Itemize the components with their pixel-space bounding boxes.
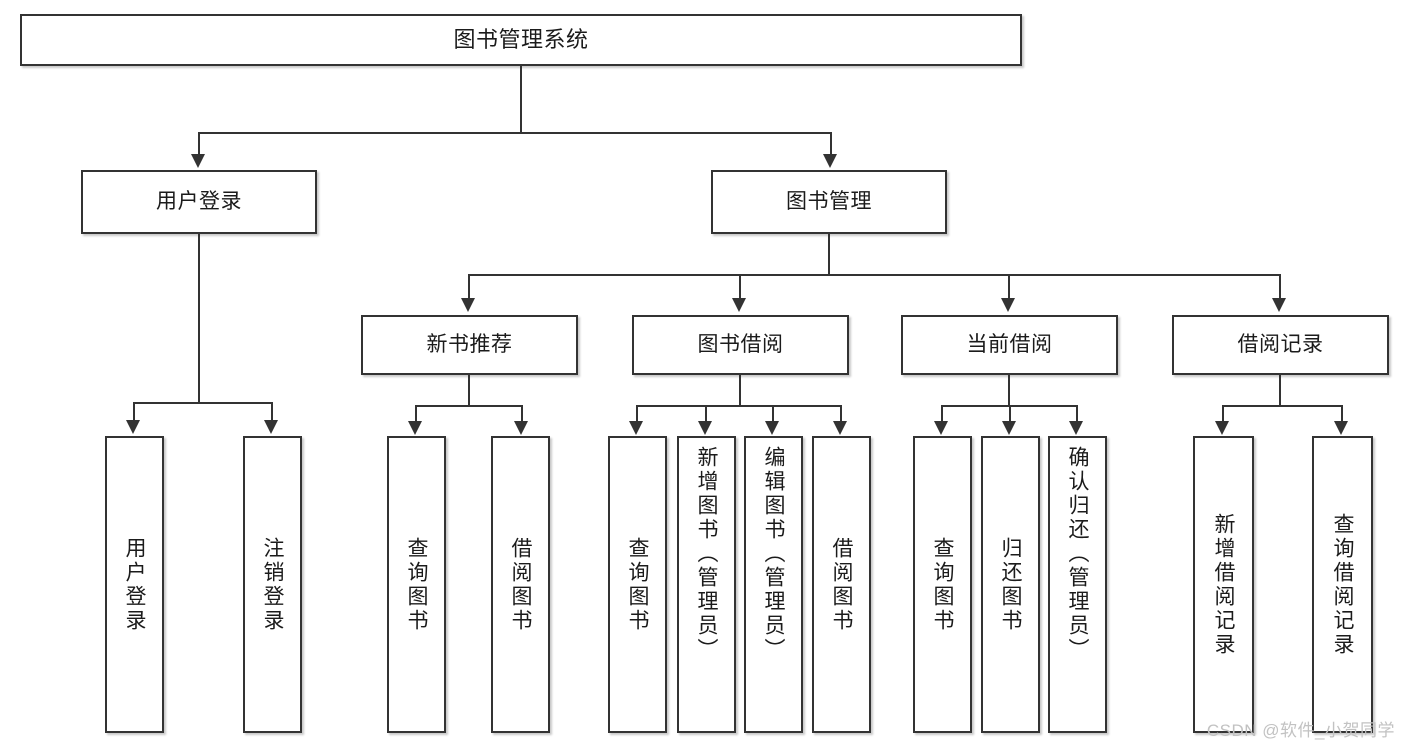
connector-bookborrow-to-leaf4 (840, 405, 842, 423)
connector-root-stem (520, 66, 522, 132)
node-leaf-query-book-1[interactable]: 查询图书 (387, 436, 446, 733)
node-leaf-query-book-1-label: 查询图书 (405, 536, 428, 633)
node-current-borrow[interactable]: 当前借阅 (901, 315, 1118, 375)
node-leaf-user-login-label: 用户登录 (123, 536, 146, 633)
connector-user-login-to-leaf2 (271, 402, 273, 422)
node-leaf-borrow-book-1[interactable]: 借阅图书 (491, 436, 550, 733)
connector-borrowrecord-bus (1222, 405, 1342, 407)
node-leaf-borrow-book-2[interactable]: 借阅图书 (812, 436, 871, 733)
connector-bookborrow-stem (739, 375, 741, 405)
node-leaf-query-book-2[interactable]: 查询图书 (608, 436, 667, 733)
connector-root-to-user-login (198, 132, 200, 156)
connector-user-login-stem (198, 234, 200, 402)
node-leaf-user-login[interactable]: 用户登录 (105, 436, 164, 733)
connector-user-login-to-leaf1 (133, 402, 135, 422)
node-borrow-record[interactable]: 借阅记录 (1172, 315, 1389, 375)
arrowhead-root-to-user-login (191, 154, 205, 168)
node-leaf-edit-book[interactable]: 编辑图书（管理员） (744, 436, 803, 733)
node-new-book-recommend[interactable]: 新书推荐 (361, 315, 578, 375)
arrowhead-recommend-to-leaf1 (408, 421, 422, 435)
arrowhead-recommend-to-leaf2 (514, 421, 528, 435)
connector-borrowrecord-to-leaf1 (1222, 405, 1224, 423)
node-leaf-query-book-3[interactable]: 查询图书 (913, 436, 972, 733)
connector-bookborrow-to-leaf2 (705, 405, 707, 423)
connector-book-manage-to-borrow (739, 274, 741, 300)
node-leaf-add-record-label: 新增借阅记录 (1212, 512, 1235, 657)
connector-root-bus (198, 132, 832, 134)
watermark-text: CSDN @软件_小贺同学 (1206, 721, 1395, 740)
arrowhead-currentborrow-to-leaf3 (1069, 421, 1083, 435)
node-leaf-logout-login-label: 注销登录 (261, 536, 284, 633)
connector-bookborrow-to-leaf3 (772, 405, 774, 423)
arrowhead-currentborrow-to-leaf2 (1002, 421, 1016, 435)
node-root-label: 图书管理系统 (453, 27, 589, 53)
arrowhead-book-manage-to-borrow (732, 298, 746, 312)
node-leaf-query-record-label: 查询借阅记录 (1331, 512, 1354, 657)
arrowhead-root-to-book-manage (823, 154, 837, 168)
node-leaf-confirm-return-label: 确认归还（管理员） (1066, 446, 1089, 662)
arrowhead-book-manage-to-record (1272, 298, 1286, 312)
connector-recommend-bus (415, 405, 523, 407)
arrowhead-borrowrecord-to-leaf1 (1215, 421, 1229, 435)
node-leaf-add-record[interactable]: 新增借阅记录 (1193, 436, 1254, 733)
node-leaf-borrow-book-1-label: 借阅图书 (509, 536, 532, 633)
node-book-manage-label: 图书管理 (786, 189, 872, 213)
arrowhead-book-manage-to-current (1001, 298, 1015, 312)
connector-recommend-to-leaf2 (521, 405, 523, 423)
node-book-manage[interactable]: 图书管理 (711, 170, 947, 234)
node-root[interactable]: 图书管理系统 (20, 14, 1022, 66)
arrowhead-bookborrow-to-leaf4 (833, 421, 847, 435)
connector-currentborrow-to-leaf3 (1076, 405, 1078, 423)
node-user-login-label: 用户登录 (156, 189, 242, 213)
connector-bookborrow-bus (636, 405, 842, 407)
node-leaf-confirm-return[interactable]: 确认归还（管理员） (1048, 436, 1107, 733)
node-book-borrow-label: 图书借阅 (697, 332, 784, 356)
connector-currentborrow-to-leaf2 (1009, 405, 1011, 423)
node-leaf-add-book[interactable]: 新增图书（管理员） (677, 436, 736, 733)
node-leaf-logout-login[interactable]: 注销登录 (243, 436, 302, 733)
node-leaf-return-book[interactable]: 归还图书 (981, 436, 1040, 733)
connector-root-to-book-manage (830, 132, 832, 156)
node-borrow-record-label: 借阅记录 (1237, 332, 1324, 356)
arrowhead-bookborrow-to-leaf2 (698, 421, 712, 435)
node-leaf-borrow-book-2-label: 借阅图书 (830, 536, 853, 633)
node-user-login[interactable]: 用户登录 (81, 170, 317, 234)
connector-borrowrecord-stem (1279, 375, 1281, 405)
node-leaf-edit-book-label: 编辑图书（管理员） (762, 446, 785, 662)
arrowhead-currentborrow-to-leaf1 (934, 421, 948, 435)
arrowhead-borrowrecord-to-leaf2 (1334, 421, 1348, 435)
arrowhead-bookborrow-to-leaf1 (629, 421, 643, 435)
connector-book-manage-to-recommend (468, 274, 470, 300)
connector-currentborrow-to-leaf1 (941, 405, 943, 423)
arrowhead-user-login-to-leaf2 (264, 420, 278, 434)
connector-book-manage-to-record (1279, 274, 1281, 300)
node-book-borrow[interactable]: 图书借阅 (632, 315, 849, 375)
arrowhead-bookborrow-to-leaf3 (765, 421, 779, 435)
node-current-borrow-label: 当前借阅 (966, 332, 1053, 356)
connector-recommend-to-leaf1 (415, 405, 417, 423)
connector-user-login-bus (133, 402, 272, 404)
node-new-book-recommend-label: 新书推荐 (426, 332, 513, 356)
node-leaf-query-record[interactable]: 查询借阅记录 (1312, 436, 1373, 733)
node-leaf-add-book-label: 新增图书（管理员） (695, 446, 718, 662)
connector-recommend-stem (468, 375, 470, 405)
connector-currentborrow-stem (1008, 375, 1010, 405)
connector-book-manage-stem (828, 234, 830, 274)
connector-bookborrow-to-leaf1 (636, 405, 638, 423)
connector-borrowrecord-to-leaf2 (1341, 405, 1343, 423)
connector-book-manage-to-current (1008, 274, 1010, 300)
node-leaf-query-book-2-label: 查询图书 (626, 536, 649, 633)
node-leaf-return-book-label: 归还图书 (999, 536, 1022, 633)
arrowhead-book-manage-to-recommend (461, 298, 475, 312)
arrowhead-user-login-to-leaf1 (126, 420, 140, 434)
node-leaf-query-book-3-label: 查询图书 (931, 536, 954, 633)
connector-book-manage-bus (468, 274, 1280, 276)
